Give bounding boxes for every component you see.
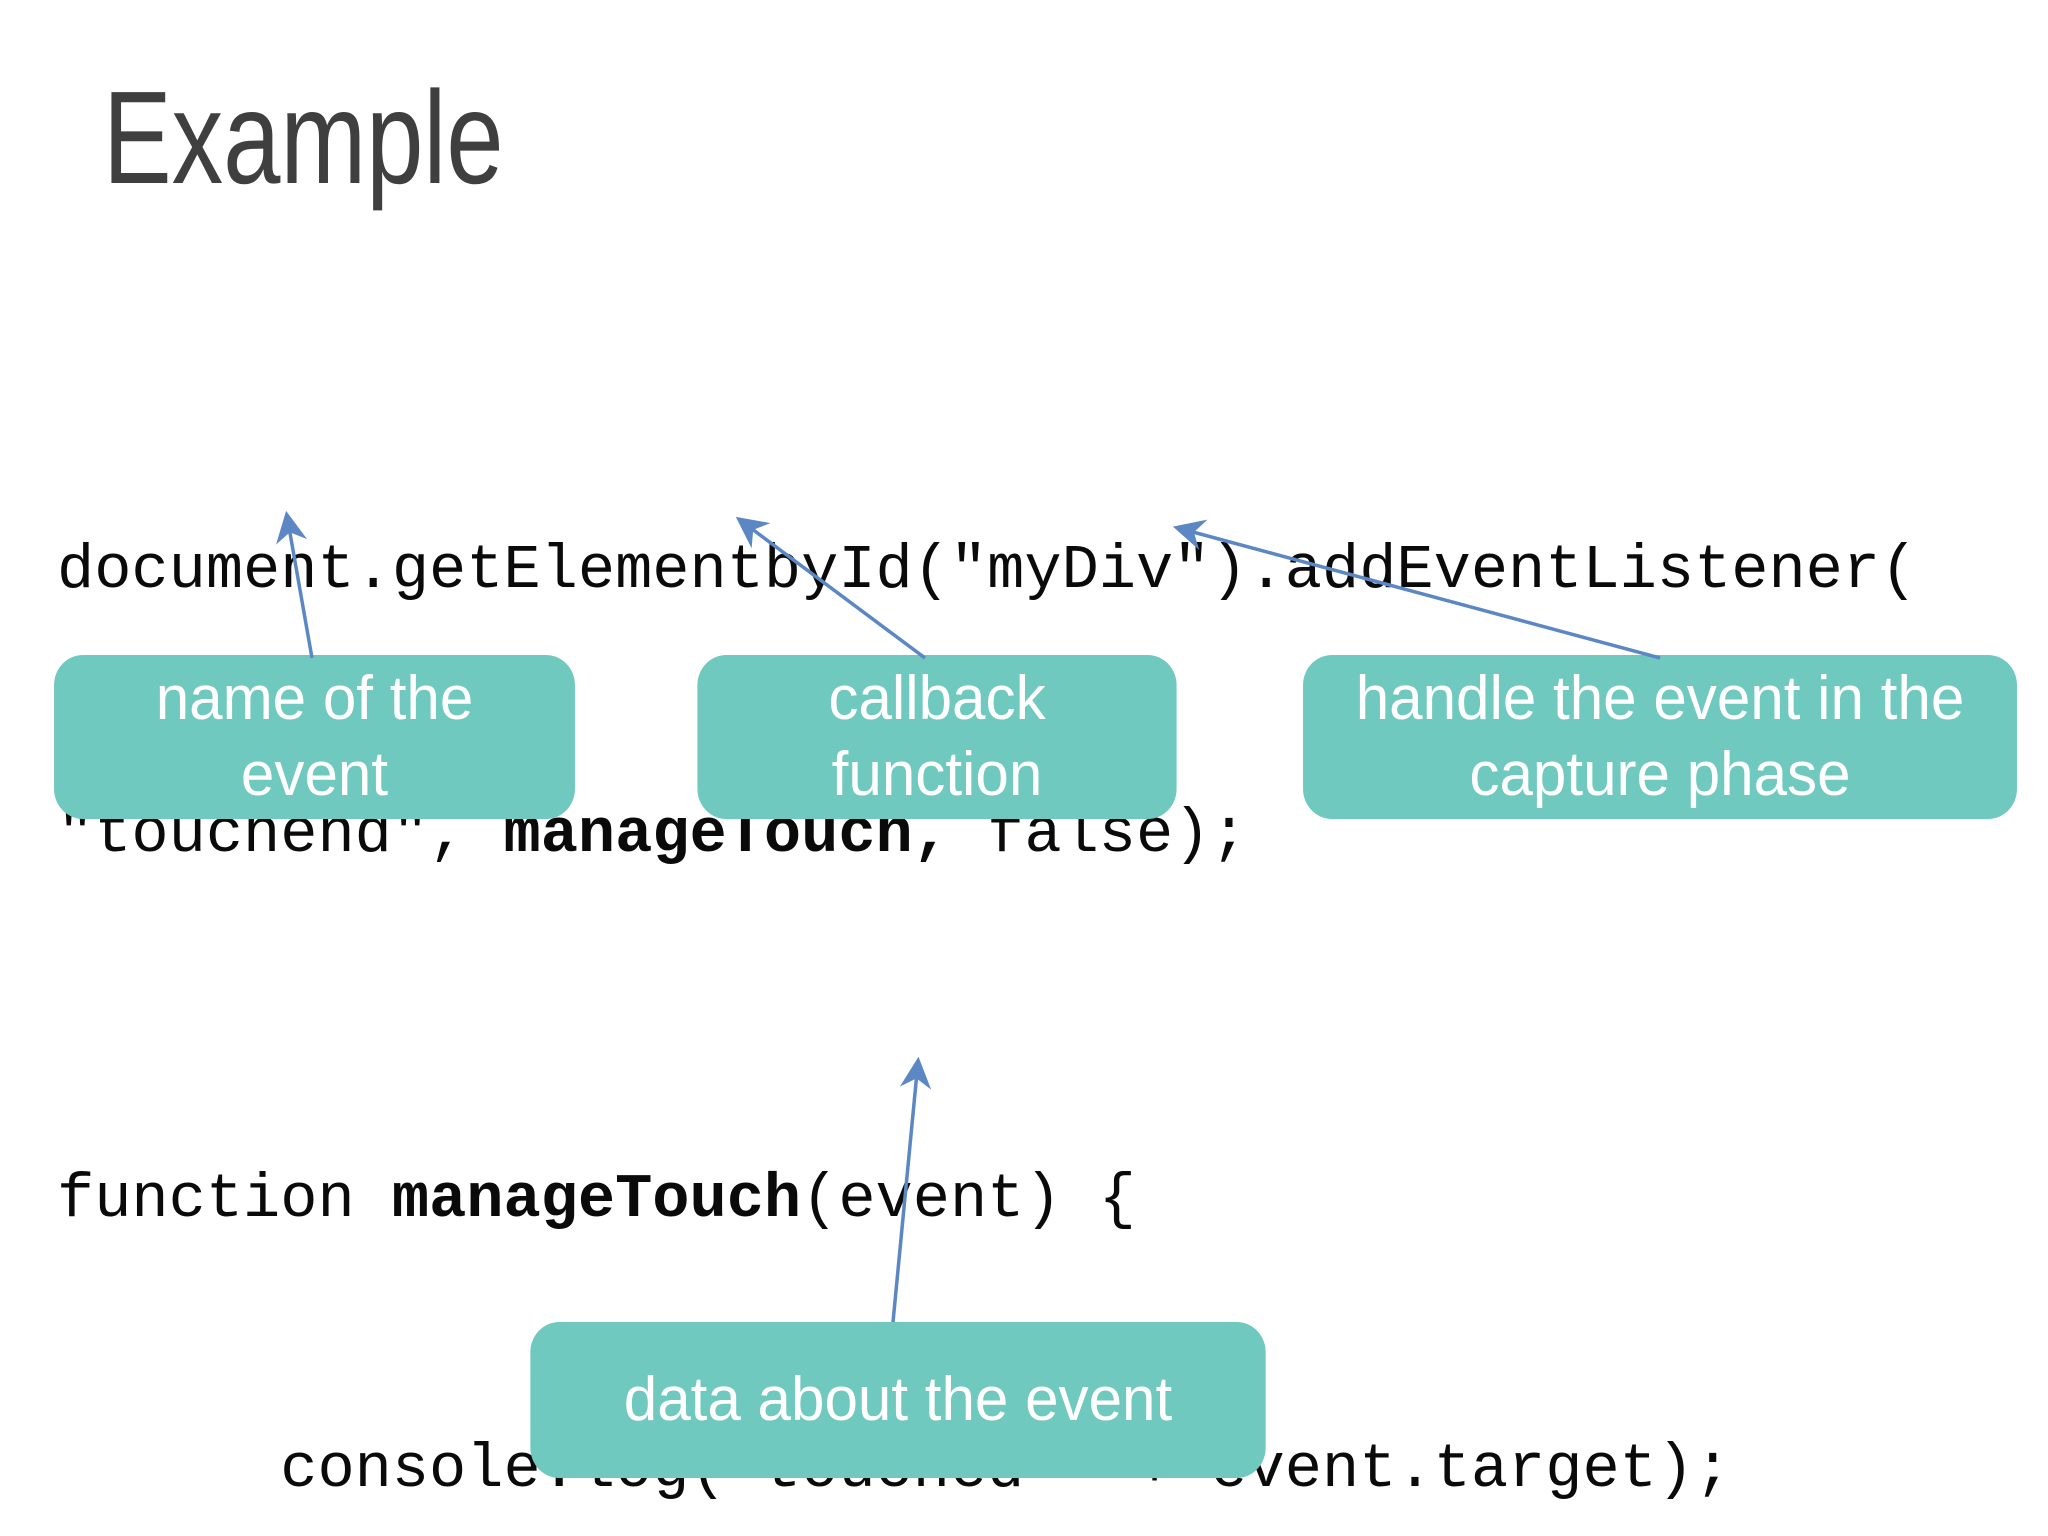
callout-name-of-the-event: name of the event xyxy=(54,655,575,819)
callout-line: callback xyxy=(828,664,1046,733)
callout-line: name of the xyxy=(155,664,474,733)
callout-callback-function: callback function xyxy=(697,655,1177,819)
callout-capture-phase: handle the event in the capture phase xyxy=(1303,655,2017,819)
callout-line: capture phase xyxy=(1469,740,1851,809)
code-text: (event) { xyxy=(801,1164,1136,1235)
code-line: function manageTouch(event) { xyxy=(57,1155,1731,1245)
code-text: document.getElementbyId("myDiv").addEven… xyxy=(57,535,1918,606)
slide-title: Example xyxy=(103,64,504,211)
callout-data-about-the-event: data about the event xyxy=(530,1322,1266,1478)
callout-line: event xyxy=(240,740,389,809)
callout-line: data about the event xyxy=(623,1365,1173,1434)
code-text: function xyxy=(57,1164,392,1235)
callout-line: handle the event in the xyxy=(1355,664,1965,733)
code-text-bold-managetouch: manageTouch xyxy=(391,1164,802,1235)
callout-line: function xyxy=(831,740,1043,809)
code-line: document.getElementbyId("myDiv").addEven… xyxy=(57,527,1917,615)
